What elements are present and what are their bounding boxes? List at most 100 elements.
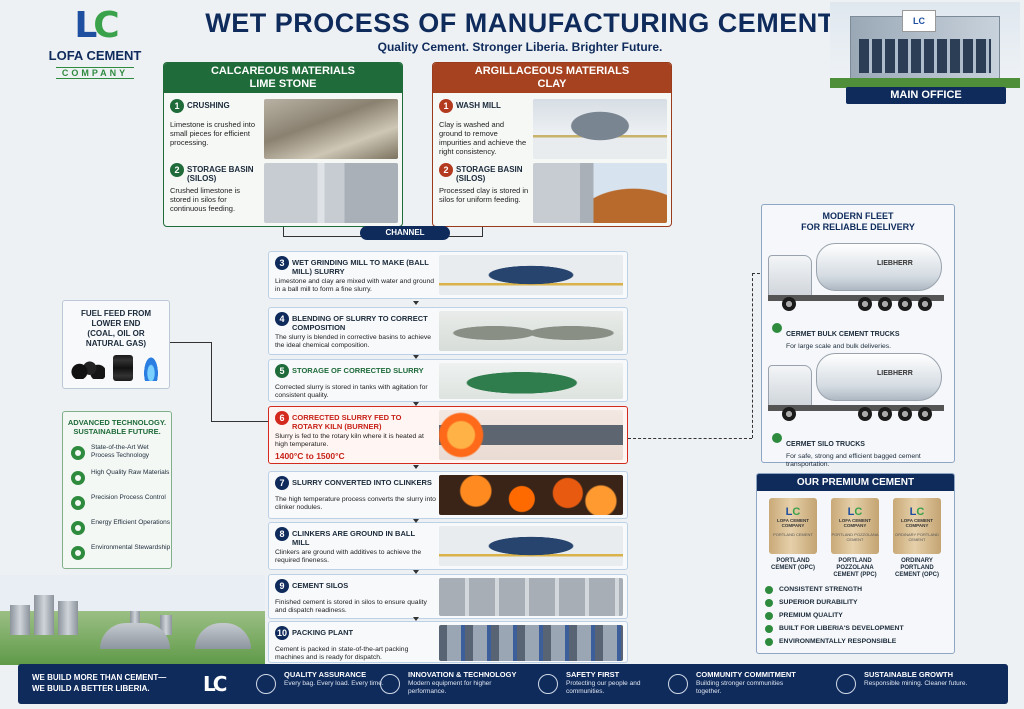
feature-item: PREMIUM QUALITY [765, 612, 945, 620]
wheel [918, 297, 932, 311]
fuel-connector [170, 342, 212, 422]
wheel [858, 297, 872, 311]
cement-bag-ordinary: LC LOFA CEMENT COMPANY ORDINARY PORTLAND… [893, 498, 941, 554]
wheel [898, 407, 912, 421]
step-title: BLENDING OF SLURRY TO CORRECT COMPOSITIO… [292, 314, 428, 332]
packing-plant-image [439, 625, 623, 661]
footer-bar: WE BUILD MORE THAN CEMENT— WE BUILD A BE… [18, 664, 1008, 704]
main-office-image: LC [830, 2, 1020, 88]
step-number: 6 [275, 411, 289, 425]
flow-arrow [413, 617, 419, 621]
company-sub: COMPANY [55, 67, 135, 79]
step-desc: Finished cement is stored in silos to en… [275, 599, 427, 614]
advanced-item: High Quality Raw Materials [71, 469, 169, 491]
truck-cab [768, 255, 812, 297]
advanced-item: Precision Process Control [71, 494, 169, 516]
bulk-truck-image: LIEBHERR [768, 241, 948, 313]
wheel [858, 407, 872, 421]
fuel-icons [69, 355, 165, 383]
channel-label: CHANNEL [360, 226, 450, 240]
energy-icon [71, 521, 85, 535]
calcareous-header: CALCAREOUS MATERIALS LIME STONE [164, 63, 402, 93]
check-icon [765, 638, 773, 646]
silo-truck-label: CERMET SILO TRUCKS For safe, strong and … [772, 433, 948, 469]
step-desc: Corrected slurry is stored in tanks with… [275, 384, 428, 399]
people-icon [668, 674, 688, 694]
mixer-drum: LIEBHERR [816, 353, 942, 401]
flow-arrow [413, 519, 419, 523]
step-title: SLURRY CONVERTED INTO CLINKERS [292, 478, 432, 487]
truck-cab [768, 365, 812, 407]
advanced-item: State-of-the-Art Wet Process Technology [71, 444, 169, 466]
shield-icon [256, 674, 276, 694]
footer-slogan: WE BUILD MORE THAN CEMENT— WE BUILD A BE… [32, 673, 167, 693]
target-icon [71, 496, 85, 510]
plant-silo [10, 605, 30, 635]
company-logo: LC LOFA CEMENT COMPANY [30, 6, 160, 81]
step-number: 1 [170, 99, 184, 113]
logo-mark: LC [74, 5, 119, 46]
plant-tower [160, 615, 172, 635]
check-icon [765, 599, 773, 607]
feature-item: BUILT FOR LIBERIA'S DEVELOPMENT [765, 625, 945, 633]
plant-dome [100, 623, 170, 649]
feature-item: ENVIRONMENTALLY RESPONSIBLE [765, 638, 945, 646]
flow-arrow [413, 355, 419, 359]
item-title: STORAGE BASIN (SILOS) [456, 165, 523, 183]
hard-hat-icon [538, 674, 558, 694]
mixer-drum: LIEBHERR [816, 243, 942, 291]
fleet-panel: MODERN FLEET FOR RELIABLE DELIVERY LIEBH… [761, 204, 955, 468]
flow-arrow [413, 402, 419, 406]
clinker-mill-image [439, 526, 623, 566]
advanced-item: Environmental Stewardship [71, 544, 170, 566]
item-desc: Processed clay is stored in silos for un… [439, 186, 529, 204]
cement-bag-opc: LC LOFA CEMENT COMPANY PORTLAND CEMENT [769, 498, 817, 554]
clay-silo-image [533, 163, 667, 223]
item-desc: Crushed limestone is stored in silos for… [170, 186, 241, 213]
delivery-connector [752, 273, 753, 438]
oil-barrel-icon [113, 355, 133, 381]
fuel-connector-arrow [211, 421, 268, 422]
advanced-item: Energy Efficient Operations [71, 519, 170, 541]
blending-basin-image [439, 311, 623, 351]
coal-icon [71, 361, 105, 379]
step-title: CLINKERS ARE GROUND IN BALL MILL [292, 529, 415, 547]
step-number: 8 [275, 527, 289, 541]
item-title: CRUSHING [187, 101, 230, 110]
wheel [878, 297, 892, 311]
item-desc: Limestone is crushed into small pieces f… [170, 120, 256, 147]
check-icon [765, 612, 773, 620]
plant-silo [34, 595, 54, 635]
step-number: 7 [275, 476, 289, 490]
gas-flame-icon [143, 355, 159, 381]
footer-logo: LC [203, 672, 227, 696]
kiln-temperature: 1400°C to 1500°C [275, 451, 345, 461]
company-name: LOFA CEMENT [48, 48, 142, 63]
step-desc: The slurry is blended in corrective basi… [275, 334, 432, 349]
check-icon [772, 323, 782, 333]
check-icon [765, 586, 773, 594]
bulk-truck-label: CERMET BULK CEMENT TRUCKS For large scal… [772, 323, 948, 351]
flow-arrow [413, 465, 419, 469]
truck-chassis [768, 405, 944, 411]
step-number: 5 [275, 364, 289, 378]
check-icon [772, 433, 782, 443]
gear-icon [71, 446, 85, 460]
crusher-image [264, 99, 398, 159]
flow-arrow [413, 570, 419, 574]
fuel-feed-panel: FUEL FEED FROM LOWER END (COAL, OIL OR N… [62, 300, 170, 389]
